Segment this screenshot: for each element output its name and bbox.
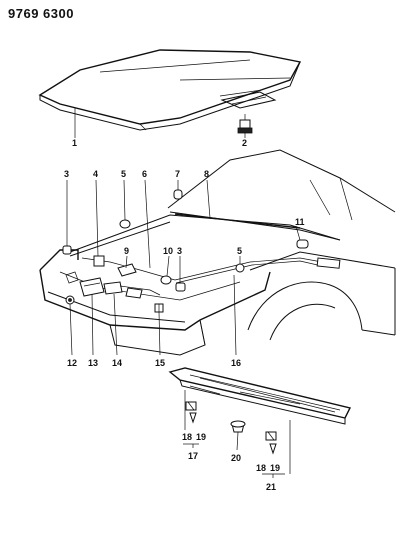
- callout-19-left: 19: [196, 432, 206, 442]
- callout-5-right: 5: [237, 246, 242, 256]
- car-body: [39, 149, 396, 356]
- latch-9: [117, 263, 137, 277]
- clip-5-left: [119, 219, 131, 229]
- bumper-7: [173, 189, 183, 200]
- callout-13: 13: [88, 358, 98, 368]
- clip-18-right: [265, 431, 277, 441]
- callout-11: 11: [295, 217, 305, 227]
- leader-lines: [66, 108, 301, 478]
- callout-18-left: 18: [182, 432, 192, 442]
- clip-15: [154, 303, 164, 313]
- hood-lock-assembly: [65, 271, 161, 305]
- hood-panel: [38, 49, 302, 131]
- grommet-20: [230, 420, 246, 433]
- hood-bumper: [237, 114, 253, 134]
- callout-17: 17: [188, 451, 198, 461]
- callout-21: 21: [266, 482, 276, 492]
- callout-9: 9: [124, 246, 129, 256]
- callout-6: 6: [142, 169, 147, 179]
- clip-18-left: [185, 401, 197, 411]
- callout-3-right: 3: [177, 246, 182, 256]
- clip-3-left: [62, 245, 72, 255]
- callout-2: 2: [242, 138, 247, 148]
- screw-19-right: [269, 443, 277, 455]
- hood-support-rod: [174, 213, 301, 229]
- callout-4: 4: [93, 169, 98, 179]
- callout-8: 8: [204, 169, 209, 179]
- callout-10: 10: [163, 246, 173, 256]
- callout-12: 12: [67, 358, 77, 368]
- callout-3-left: 3: [64, 169, 69, 179]
- callout-labels: 1 2 3 4 5 6 7 8 11 9 10 3 5 12 13 14 15 …: [64, 138, 305, 492]
- callout-7: 7: [175, 169, 180, 179]
- hood-hinge: [220, 91, 277, 109]
- callout-5-left: 5: [121, 169, 126, 179]
- callout-19-right: 19: [270, 463, 280, 473]
- callout-14: 14: [112, 358, 122, 368]
- bumper-11: [296, 239, 309, 249]
- clip-3-right: [175, 282, 186, 292]
- clip-10: [160, 275, 172, 285]
- callout-20: 20: [231, 453, 241, 463]
- callout-16: 16: [231, 358, 241, 368]
- callout-1: 1: [72, 138, 77, 148]
- document-number: 9769 6300: [8, 6, 74, 21]
- cowl-panel: [168, 367, 352, 425]
- callout-15: 15: [155, 358, 165, 368]
- clip-5-right: [235, 263, 245, 273]
- bracket-4: [93, 255, 105, 267]
- screw-19-left: [189, 412, 197, 424]
- callout-18-right: 18: [256, 463, 266, 473]
